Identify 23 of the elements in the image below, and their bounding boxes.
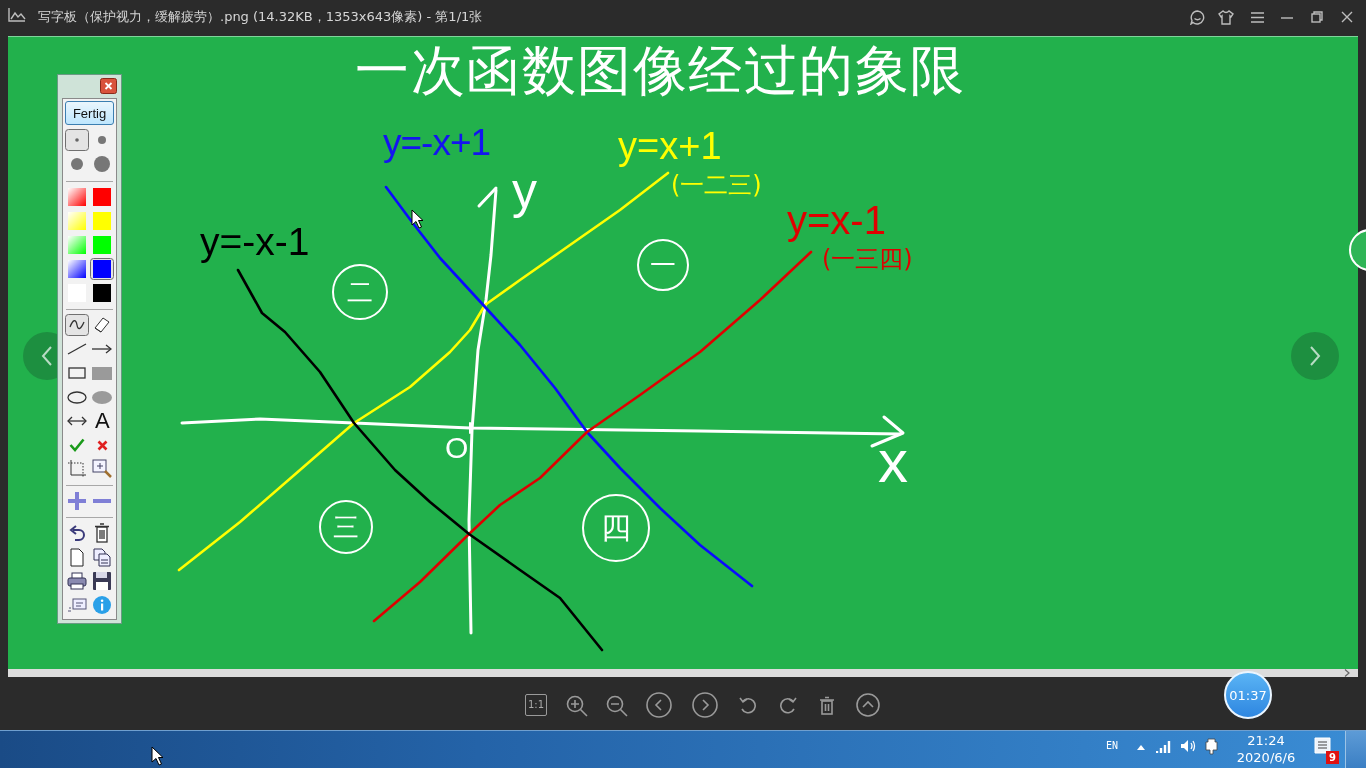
timer-badge: 01:37	[1224, 671, 1272, 719]
origin-label: O	[445, 433, 469, 463]
axis-label: x	[878, 432, 908, 492]
language-indicator: EN	[1106, 741, 1119, 751]
quadrant-note: (一三四)	[822, 247, 913, 271]
done-button: Fertig	[65, 101, 114, 125]
handwritten-title: 一次函数图像经过的象限	[355, 44, 966, 98]
circled-number: 一	[637, 239, 689, 291]
equation-label: y=x+1	[618, 127, 722, 165]
axis-label: y	[512, 166, 537, 216]
notification-badge: 9	[1326, 751, 1339, 764]
actual-size-button: 1:1	[525, 694, 547, 716]
circled-number: 四	[582, 494, 650, 562]
window-title: 写字板（保护视力，缓解疲劳）.png (14.32KB，1353x643像素) - 第1/1张	[38, 10, 483, 23]
equation-label: y=x-1	[787, 200, 886, 240]
clock-date: 2020/6/6	[1235, 751, 1297, 764]
text-tool-letter: A	[95, 410, 110, 432]
equation-label: y=-x+1	[383, 124, 491, 161]
circled-number: 二	[332, 264, 388, 320]
circled-number: 三	[319, 500, 373, 554]
clock-time: 21:24	[1246, 734, 1286, 747]
quadrant-note: (一二三)	[671, 173, 762, 197]
equation-label: y=-x-1	[200, 222, 310, 261]
